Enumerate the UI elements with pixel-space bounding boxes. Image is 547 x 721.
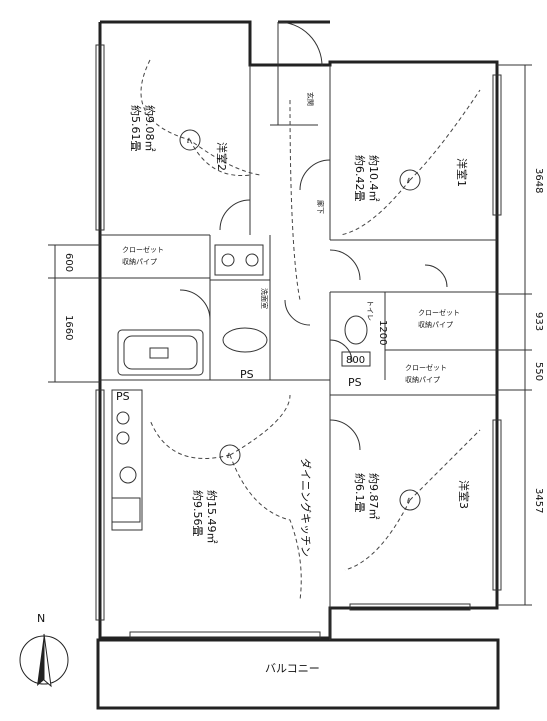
svg-text:約10.4㎡: 約10.4㎡ — [367, 155, 381, 202]
svg-text:洋室2: 洋室2 — [215, 142, 229, 171]
svg-text:洋室1: 洋室1 — [455, 158, 469, 187]
svg-text:ℓ: ℓ — [406, 177, 410, 185]
svg-text:クローゼット: クローゼット — [405, 363, 447, 372]
svg-text:ダイニングキッチン: ダイニングキッチン — [299, 458, 313, 557]
svg-text:約6.1畳: 約6.1畳 — [353, 473, 367, 513]
ceiling-lights: ℓ ℓ ℓ ℓ — [179, 129, 421, 511]
corridor-label: 廊下 — [316, 200, 325, 214]
compass-icon: N — [19, 612, 69, 688]
svg-text:約9.08㎡: 約9.08㎡ — [143, 105, 157, 152]
svg-text:3648: 3648 — [533, 168, 544, 193]
svg-text:3457: 3457 — [533, 488, 544, 513]
svg-text:収納パイプ: 収納パイプ — [418, 320, 453, 329]
svg-text:洋室3: 洋室3 — [457, 480, 471, 509]
toilet-label: トイレ — [366, 300, 374, 321]
balcony-label: バルコニー — [265, 662, 320, 675]
w1200-label: 1200 — [377, 320, 388, 345]
interior-walls — [100, 65, 497, 640]
closet-w3: クローゼット 収納パイプ — [405, 363, 447, 384]
svg-text:約5.61畳: 約5.61畳 — [129, 105, 143, 152]
svg-text:1660: 1660 — [63, 315, 74, 340]
dimensions-right: 3648 933 550 3457 — [497, 64, 544, 606]
windows — [95, 44, 502, 639]
svg-text:クローゼット: クローゼット — [418, 308, 460, 317]
doors — [179, 21, 448, 451]
svg-text:約9.87㎡: 約9.87㎡ — [367, 473, 381, 520]
svg-text:約9.56畳: 約9.56畳 — [191, 490, 205, 537]
w800-box — [341, 351, 371, 367]
w800-label: 800 — [346, 355, 365, 366]
svg-text:550: 550 — [533, 362, 544, 381]
closet-toilet: クローゼット 収納パイプ — [418, 308, 460, 329]
svg-text:クローゼット: クローゼット — [122, 245, 164, 254]
svg-text:ℓ: ℓ — [406, 497, 410, 505]
entrance-label: 玄関 — [306, 92, 315, 106]
ps-label: PS — [348, 376, 362, 389]
svg-text:600: 600 — [63, 253, 74, 272]
svg-text:ℓ: ℓ — [186, 137, 190, 145]
ps-label: PS — [240, 368, 254, 381]
svg-text:ℓ: ℓ — [226, 452, 230, 460]
room-western2-label: 洋室2 約9.08㎡ 約5.61畳 — [129, 105, 229, 171]
room-ldk-label: 約15.49㎡ 約9.56畳 ダイニングキッチン — [191, 458, 313, 557]
room-western1-label: 洋室1 約10.4㎡ 約6.42畳 — [353, 155, 469, 202]
ps-label: PS — [116, 390, 130, 403]
svg-text:収納パイプ: 収納パイプ — [122, 257, 157, 266]
room-western3-label: 洋室3 約9.87㎡ 約6.1畳 — [353, 473, 471, 520]
wiring — [140, 59, 481, 601]
svg-text:収納パイプ: 収納パイプ — [405, 375, 440, 384]
fixtures — [111, 244, 368, 531]
svg-text:約6.42畳: 約6.42畳 — [353, 155, 367, 202]
compass-n-label: N — [37, 612, 45, 625]
washroom-label: 洗面室 — [260, 288, 269, 309]
svg-text:約15.49㎡: 約15.49㎡ — [205, 490, 219, 544]
dimensions-left: 600 1660 — [48, 244, 100, 383]
svg-text:933: 933 — [533, 312, 544, 331]
closet-w2: クローゼット 収納パイプ — [122, 245, 164, 266]
